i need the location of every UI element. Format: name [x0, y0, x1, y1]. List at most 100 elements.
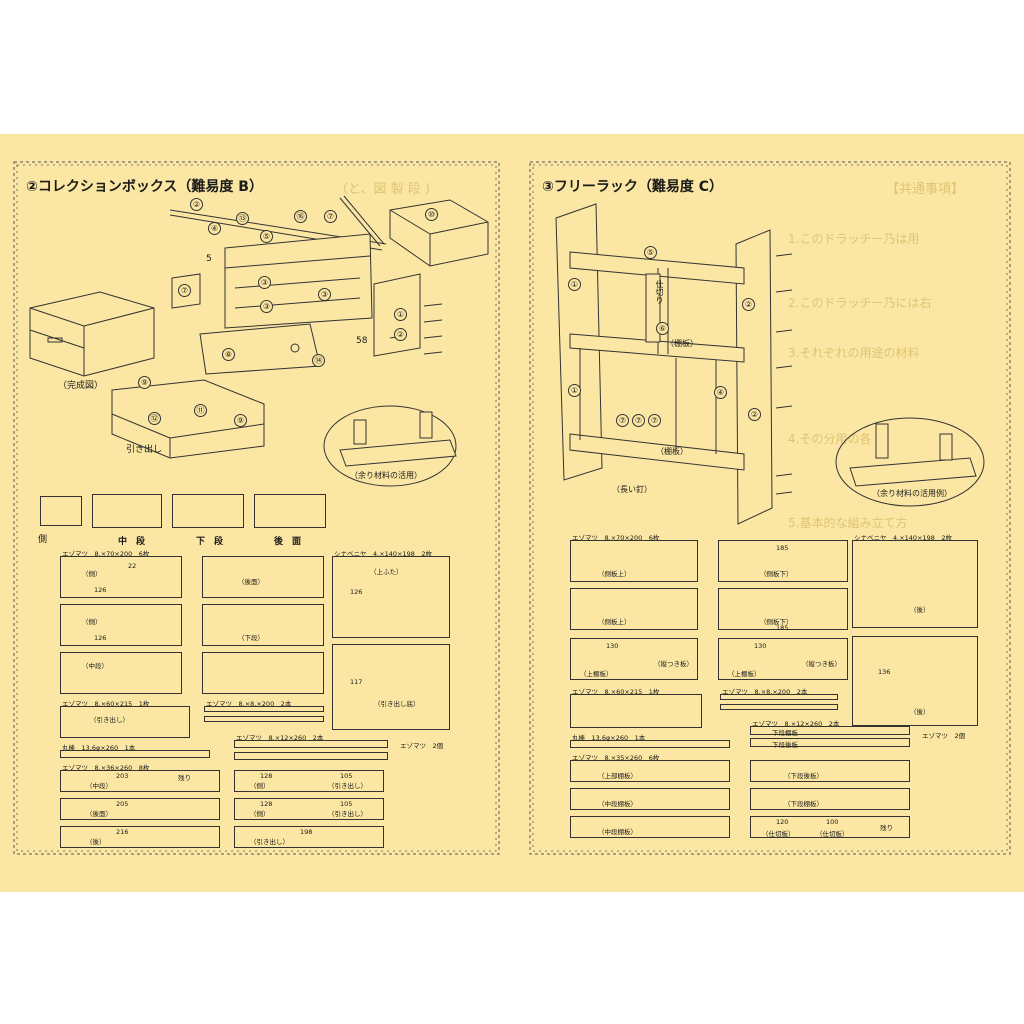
part-2b-marker: ②	[394, 328, 407, 341]
middle-caption: 中 段	[118, 537, 146, 547]
parts-header-4: エゾマツ 8.×8.×200 2本	[206, 700, 292, 708]
piece-lower	[202, 604, 324, 646]
parts-header-3: エゾマツ 8.×60×215 1枚	[572, 688, 660, 696]
piece-dowel	[570, 740, 730, 748]
parts-header-1: エゾマツ 8.×70×200 6枚	[572, 534, 660, 542]
piece-side-2-label: （側）	[82, 618, 102, 626]
piece-side-lower-label: （側板下）	[760, 570, 793, 578]
parts-header-2: シナベニヤ 4.×140×198 2枚	[854, 534, 953, 542]
part-10-marker: ⑩	[425, 208, 438, 221]
dim-126a: 126	[94, 586, 107, 594]
piece-drawer	[60, 706, 190, 738]
part-2b-marker: ②	[748, 408, 761, 421]
dim-198: 198	[300, 828, 313, 836]
manual-spread: ②コレクションボックス（難易度 B） （と、図 製 段 )	[0, 134, 1024, 892]
dim-105a: 105	[340, 772, 353, 780]
parts-header-8: エゾマツ 2個	[922, 732, 966, 740]
back-diagram	[254, 494, 326, 528]
piece-back-strip	[60, 798, 220, 820]
piece-mid-shelf-2	[570, 816, 730, 838]
part-7b-marker: ⑦	[632, 414, 645, 427]
section-title: ③フリーラック（難易度 C）	[542, 179, 724, 195]
piece-mid-shelf-2-label: （中段棚板）	[598, 828, 637, 836]
part-14-marker: ⑭	[312, 354, 325, 367]
part-1b-marker: ①	[568, 384, 581, 397]
zigzag-border-left	[13, 161, 500, 855]
piece-partition-label: （縦つき板）	[654, 660, 693, 668]
part-2-marker: ②	[742, 298, 755, 311]
piece-lower-shelf-strip	[750, 788, 910, 810]
section-title: ②コレクションボックス（難易度 B）	[26, 179, 263, 195]
piece-blank	[202, 652, 324, 694]
piece-strip-a	[234, 740, 388, 748]
part-3b-marker: ③	[318, 288, 331, 301]
piece-side-2	[60, 604, 182, 646]
piece-drawer-label: （引き出し）	[90, 716, 129, 724]
piece-side-upper-2	[570, 588, 698, 630]
piece-rear-label: （後）	[910, 606, 930, 614]
faded-header: 【共通事項】	[886, 182, 965, 197]
piece-lid	[332, 556, 450, 638]
part-1-marker: ①	[394, 308, 407, 321]
dim-205: 205	[116, 800, 129, 808]
middle-diagram	[92, 494, 162, 528]
faded-line-3: 3.それぞれの用途の材料	[788, 346, 920, 360]
part-16-marker: ⑯	[294, 210, 307, 223]
piece-drawer-strip-a-label: （引き出し）	[328, 782, 367, 790]
part-4-marker: ④	[714, 386, 727, 399]
side-diagram	[40, 496, 82, 526]
dim-22a: 22	[128, 562, 137, 570]
part-7b-marker: ⑦	[178, 284, 191, 297]
parts-header-4: エゾマツ 8.×8.×200 2本	[722, 688, 808, 696]
lower-caption: 下 段	[196, 537, 224, 547]
parts-header-1: エゾマツ 8.×70×200 6枚	[62, 550, 150, 558]
remainder-1: 残り	[178, 774, 191, 782]
piece-upper-shelf-2-label: （上棚板）	[728, 670, 761, 678]
dim-130a: 130	[606, 642, 619, 650]
dim-5: 5	[206, 254, 212, 264]
piece-lower-back-strip	[750, 760, 910, 782]
piece-rear-2-label: （後）	[910, 708, 930, 716]
back-caption: 後 面	[274, 537, 302, 547]
piece-rod-b	[204, 716, 324, 722]
piece-side-upper-2-label: （側板上）	[598, 618, 631, 626]
piece-small-1-label: （仕切板）	[762, 830, 795, 838]
piece-drawer-strip-c	[234, 826, 384, 848]
lower-diagram	[172, 494, 244, 528]
piece-strip-b	[234, 752, 388, 760]
part-11-marker: ⑪	[194, 404, 207, 417]
part-9b-marker: ⑨	[234, 414, 247, 427]
piece-back-label: （後面）	[238, 578, 264, 586]
dim-128a: 128	[260, 772, 273, 780]
piece-side-upper	[570, 540, 698, 582]
parts-header-2: シナベニヤ 4.×140×198 2枚	[334, 550, 433, 558]
parts-header-7: エゾマツ 8.×36×260 8枚	[62, 764, 150, 772]
parts-header-5: 丸棒 13.6φ×260 1本	[62, 744, 136, 752]
piece-side-strip-a-label: （側）	[250, 782, 270, 790]
piece-side-upper-label: （側板上）	[598, 570, 631, 578]
piece-rod-a	[204, 706, 324, 712]
piece-rear-strip-label: （後）	[86, 838, 106, 846]
part-8-marker: ⑧	[222, 348, 235, 361]
shelf-label: （棚板）	[666, 339, 698, 348]
zigzag-border-right	[529, 161, 1011, 855]
piece-drawer-strip-c-label: （引き出し）	[250, 838, 289, 846]
parts-header-3: エゾマツ 8.×60×215 1枚	[62, 700, 150, 708]
bottom-shelf-label: （棚板）	[656, 447, 688, 456]
parts-header-5: 丸棒 13.6φ×260 1本	[572, 734, 646, 742]
faded-line-2: 2.このドラッチー乃には右	[788, 296, 932, 310]
nail-label: （長い釘）	[612, 485, 652, 494]
piece-drawer-bottom	[332, 644, 450, 730]
dim-203a: 203	[116, 772, 129, 780]
dim-216: 216	[116, 828, 129, 836]
part-5-marker: ⑤	[644, 246, 657, 259]
piece-drawer-bottom-label: （引き出し底）	[374, 700, 420, 708]
side-caption: 側	[38, 535, 48, 545]
piece-side-strip-a	[234, 770, 384, 792]
parts-header-6: エゾマツ 8.×12×260 2本	[752, 720, 840, 728]
exploded-assembly-drawing	[29, 195, 489, 487]
piece-rear	[852, 540, 978, 628]
part-13-marker: ⑬	[236, 212, 249, 225]
piece-small-2-label: （仕切板）	[816, 830, 849, 838]
part-7-marker: ⑦	[324, 210, 337, 223]
